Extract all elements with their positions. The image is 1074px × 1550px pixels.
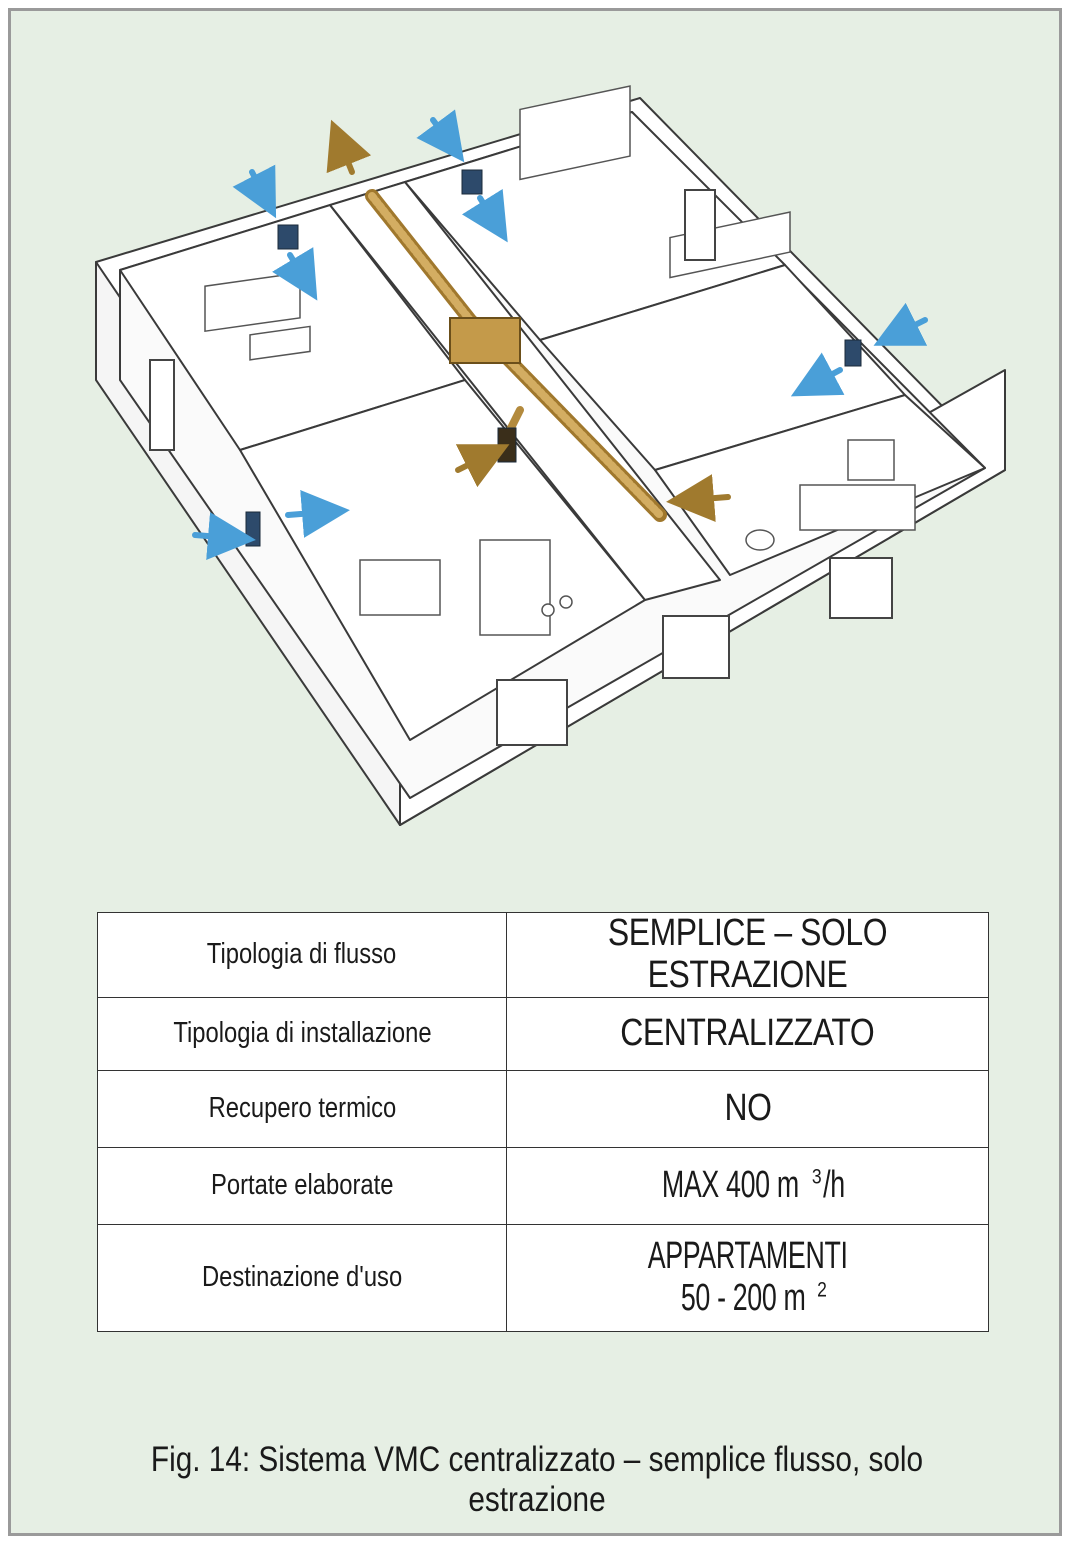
coffee-table (249, 325, 311, 361)
row-value: SEMPLICE – SOLO ESTRAZIONE (506, 912, 989, 998)
row-value: NO (506, 1069, 989, 1148)
air-in-arrow (416, 109, 465, 163)
double-bed (519, 85, 631, 181)
row-label: Tipologia di installazione (97, 996, 507, 1071)
vmc-unit (449, 317, 521, 364)
vent-grille (277, 224, 299, 250)
kitchen-counter (479, 539, 551, 636)
air-in-arrow (461, 188, 508, 243)
wall-corridor (329, 181, 721, 601)
figure-caption: Fig. 14: Sistema VMC centralizzato – sem… (150, 1440, 924, 1519)
window (829, 557, 893, 619)
single-bed (669, 211, 791, 279)
stove-burner (541, 603, 555, 617)
air-in-arrow (272, 247, 318, 301)
window (149, 359, 175, 451)
air-out-arrow (455, 444, 510, 488)
bath-vanity (799, 484, 916, 531)
air-in-arrow (192, 512, 256, 560)
duct-branch-kitchen (506, 406, 524, 434)
row-value: CENTRALIZZATO (506, 996, 989, 1071)
mirror (847, 439, 895, 481)
air-out-arrow (326, 119, 372, 175)
row-label: Destinazione d'uso (97, 1223, 507, 1332)
dining-table (359, 559, 441, 616)
stove-burner (559, 595, 573, 609)
table-row: Tipologia di installazione CENTRALIZZATO (97, 996, 989, 1071)
air-in-arrow (285, 489, 350, 538)
window (662, 615, 730, 679)
air-out-arrow (666, 474, 731, 523)
window (496, 679, 568, 746)
vmc-house-illustration (95, 85, 1006, 826)
table-row: Tipologia di flusso SEMPLICE – SOLO ESTR… (97, 912, 989, 998)
air-in-arrow (232, 164, 277, 219)
row-label: Portate elaborate (97, 1146, 507, 1225)
vent-grille (461, 169, 483, 195)
vent-grille (245, 511, 261, 547)
toilet (745, 529, 775, 551)
vent-grille (497, 427, 517, 463)
row-label: Tipologia di flusso (97, 912, 507, 998)
air-in-arrow (790, 352, 845, 397)
window (684, 189, 716, 261)
air-in-arrow (873, 302, 928, 346)
row-label: Recupero termico (97, 1069, 507, 1148)
table-row: Recupero termico NO (97, 1069, 989, 1148)
specs-table: Tipologia di flusso SEMPLICE – SOLO ESTR… (97, 912, 989, 1332)
vent-grille (844, 339, 862, 367)
